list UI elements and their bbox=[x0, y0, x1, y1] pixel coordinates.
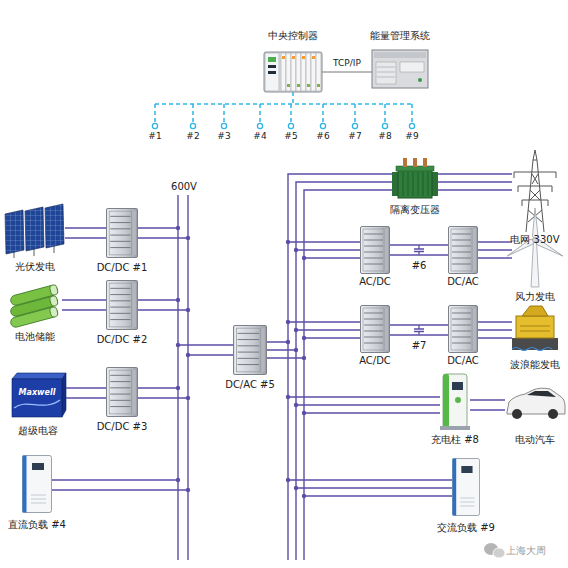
power-connector bbox=[390, 245, 448, 255]
storage-device: 超级电容 bbox=[10, 373, 66, 437]
callout-number: #1 bbox=[148, 131, 161, 142]
supercapacitor-icon bbox=[12, 373, 66, 417]
converter-box: DC/DC #2 bbox=[106, 280, 138, 346]
callout-number: #5 bbox=[284, 131, 297, 142]
converter-box: DC/AC bbox=[448, 226, 478, 288]
source-device: 光伏发电 bbox=[5, 205, 65, 273]
callout-number: #7 bbox=[412, 340, 427, 351]
electric-car-icon bbox=[507, 388, 565, 419]
converter-box: AC/DC bbox=[360, 226, 390, 288]
node-label: 电池储能 bbox=[15, 331, 55, 343]
power-bus bbox=[52, 174, 452, 560]
converter-box: DC/DC #1 bbox=[106, 208, 138, 274]
charging-pile-icon bbox=[440, 374, 470, 430]
junction-dots bbox=[176, 226, 306, 498]
node-label: 直流负载 #4 bbox=[8, 519, 66, 531]
power-connector bbox=[322, 72, 372, 73]
callout-number: #6 bbox=[316, 131, 329, 142]
brand-mark: Maxwell bbox=[19, 387, 56, 398]
callout-number: #7 bbox=[348, 131, 361, 142]
storage-device: 电池储能 bbox=[8, 285, 62, 343]
node-label: AC/DC bbox=[359, 355, 391, 367]
node-label: DC/AC bbox=[447, 355, 479, 367]
watermark-icon bbox=[484, 543, 505, 558]
node-label: DC/DC #1 bbox=[97, 262, 148, 274]
transformer-device: 隔离变压器 bbox=[392, 158, 438, 216]
controller-device: 中央控制器 bbox=[264, 30, 322, 94]
voltage-label: 600V bbox=[171, 181, 197, 192]
node-label: DC/AC #5 bbox=[225, 379, 275, 391]
controller-icon bbox=[264, 52, 322, 92]
converter-box: DC/AC #5 bbox=[233, 325, 267, 391]
callout-number: #8 bbox=[378, 131, 391, 142]
control-bus bbox=[155, 92, 412, 123]
load-device: 直流负载 #4 bbox=[22, 455, 52, 531]
node-label: DC/DC #3 bbox=[97, 421, 148, 433]
node-label: 隔离变压器 bbox=[390, 204, 440, 216]
node-label: 充电柱 #8 bbox=[431, 434, 479, 446]
power-connector bbox=[62, 300, 106, 310]
converter-cabinet bbox=[449, 227, 478, 274]
power-connector bbox=[478, 242, 512, 258]
load-device: 交流负载 #9 bbox=[452, 458, 480, 534]
management-server: 能量管理系统 bbox=[372, 30, 428, 90]
callout-number: #9 bbox=[405, 131, 418, 142]
node-label: 电网 330V bbox=[510, 234, 559, 246]
converter-cabinet bbox=[361, 227, 390, 274]
wind-turbine-icon bbox=[506, 208, 564, 287]
node-label: 交流负载 #9 bbox=[437, 522, 495, 534]
converter-cabinet bbox=[449, 306, 478, 353]
solar-panel-icon bbox=[5, 204, 64, 258]
vehicle-device: 电动汽车 bbox=[505, 386, 565, 446]
converter-cabinet bbox=[107, 368, 138, 417]
power-connector bbox=[470, 400, 505, 410]
converter-box: AC/DC bbox=[360, 305, 390, 367]
converter-cabinet bbox=[234, 326, 267, 375]
node-label: DC/DC #2 bbox=[97, 334, 148, 346]
converter-cabinet bbox=[107, 281, 138, 330]
callout-number: #4 bbox=[253, 131, 266, 142]
node-label: 能量管理系统 bbox=[370, 30, 430, 42]
power-connector bbox=[478, 322, 512, 338]
node-label: 风力发电 bbox=[515, 291, 555, 303]
charger-device: 充电柱 #8 bbox=[440, 372, 470, 446]
wave-generator-icon bbox=[512, 306, 558, 351]
node-label: 光伏发电 bbox=[15, 261, 55, 273]
grid-device: 电网 330V bbox=[512, 148, 558, 246]
node-label: 波浪能发电 bbox=[510, 359, 560, 371]
callout-number: #2 bbox=[186, 131, 199, 142]
industrial-pc-icon bbox=[372, 50, 428, 88]
node-label: 电动汽车 bbox=[515, 434, 555, 446]
transformer-icon bbox=[392, 158, 438, 198]
ac-load-cabinet bbox=[452, 459, 479, 516]
battery-icon bbox=[10, 284, 59, 328]
node-label: 超级电容 bbox=[18, 425, 58, 437]
power-connector bbox=[438, 174, 512, 190]
dc-load-cabinet bbox=[23, 456, 52, 513]
power-connector bbox=[390, 325, 448, 335]
control-nodes bbox=[152, 123, 414, 128]
capacitor-symbol bbox=[414, 245, 424, 335]
callout-number: #6 bbox=[412, 260, 427, 271]
converter-cabinet bbox=[361, 306, 390, 353]
source-device: 风力发电 bbox=[512, 205, 558, 303]
node-label: AC/DC bbox=[359, 276, 391, 288]
source-device: 波浪能发电 bbox=[512, 305, 558, 371]
node-label: 中央控制器 bbox=[268, 30, 318, 42]
edge-label: TCP/IP bbox=[333, 58, 361, 69]
power-connector bbox=[65, 228, 106, 238]
node-label: DC/AC bbox=[447, 276, 479, 288]
callout-number: #3 bbox=[217, 131, 230, 142]
converter-box: DC/AC bbox=[448, 305, 478, 367]
converter-box: DC/DC #3 bbox=[106, 367, 138, 433]
watermark: 上海大周 bbox=[506, 545, 546, 556]
converter-cabinet bbox=[107, 209, 138, 258]
power-connector bbox=[66, 388, 106, 398]
